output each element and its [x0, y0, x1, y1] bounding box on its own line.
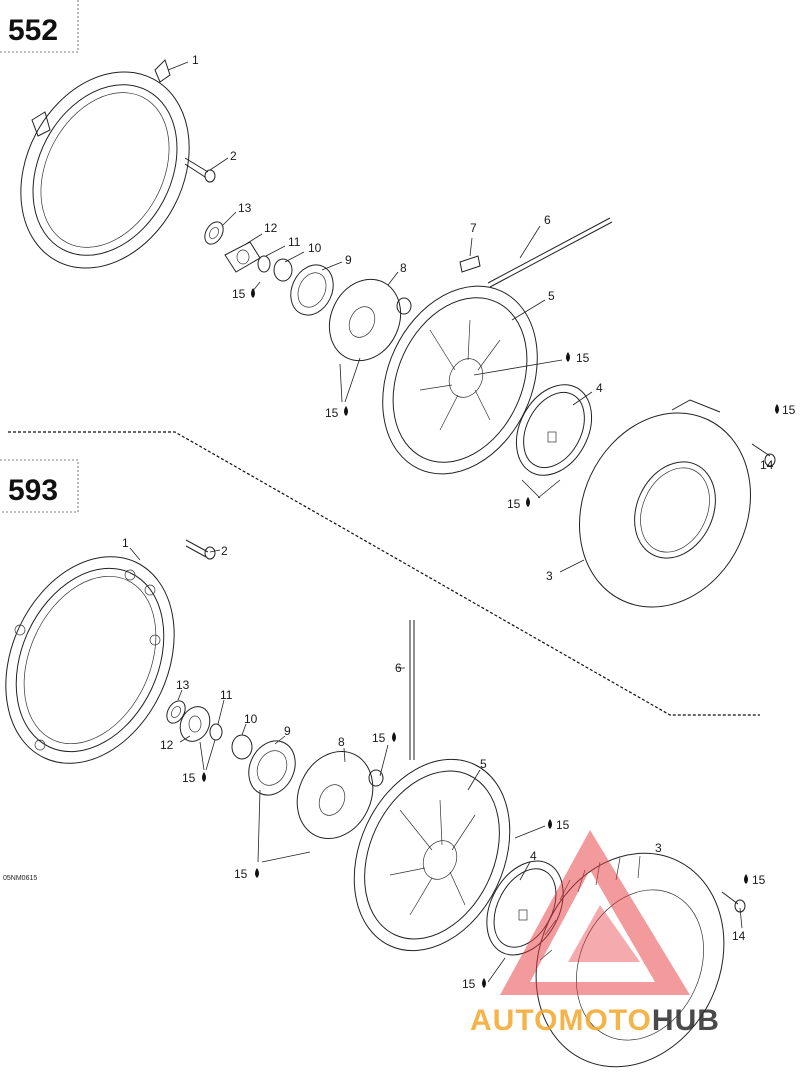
label-593-5: 5	[480, 757, 487, 771]
label-593-15d: 15	[752, 873, 766, 887]
part-1-backplate	[20, 59, 190, 269]
watermark-text-hub: HUB	[652, 1004, 720, 1037]
label-593-4: 4	[530, 849, 537, 863]
section-593-labels: 1 2 13 12 11 10 9 8 6 15 5 15 4 15 14 15…	[122, 536, 766, 991]
part-3-housing	[579, 399, 751, 608]
section-593-title: 593	[8, 474, 58, 507]
section-593-parts	[5, 539, 746, 1068]
part-8-cam	[328, 278, 412, 362]
label-552-6: 6	[544, 213, 551, 227]
label-593-13: 13	[176, 678, 190, 692]
label-552-14: 14	[760, 458, 774, 472]
part-6-rod	[487, 217, 613, 288]
watermark-inner-triangle-icon	[568, 905, 640, 962]
section-552-header: 552	[0, 0, 79, 53]
oil-drop-icon	[548, 819, 552, 829]
part-12-plate	[179, 706, 211, 742]
label-593-15c: 15	[234, 867, 248, 881]
part-4-seal	[515, 384, 593, 476]
label-593-15a: 15	[372, 731, 386, 745]
part-1-backplate	[5, 556, 175, 764]
label-593-3: 3	[655, 841, 662, 855]
watermark-text-moto: MOTO	[558, 1004, 651, 1037]
label-552-5: 5	[548, 289, 555, 303]
part-2-bolt	[184, 157, 216, 183]
label-552-15d: 15	[507, 497, 521, 511]
watermark-text-auto: AUTO	[470, 1004, 558, 1037]
label-552-12: 12	[264, 221, 278, 235]
label-552-8: 8	[400, 261, 407, 275]
part-11-ring	[209, 723, 223, 741]
label-552-9: 9	[345, 253, 352, 267]
label-593-10: 10	[244, 712, 258, 726]
label-593-15e: 15	[462, 977, 476, 991]
section-552-title: 552	[8, 14, 58, 47]
section-552-labels: 1 2 13 12 11 10 9 8 7 6 5 15 15 15 15 4 …	[192, 53, 796, 583]
oil-drop-icon	[392, 732, 396, 742]
section-552-parts	[20, 59, 776, 608]
label-593-8: 8	[338, 735, 345, 749]
section-552-leaders	[167, 61, 593, 573]
part-5-pulley	[353, 758, 511, 952]
part-9-spring	[248, 740, 296, 796]
label-593-12: 12	[160, 738, 174, 752]
label-593-15b: 15	[556, 818, 570, 832]
oil-drop-icon	[482, 978, 486, 988]
label-593-6: 6	[395, 661, 402, 675]
label-593-11: 11	[220, 688, 233, 702]
part-14-bolt	[721, 891, 746, 913]
label-552-1: 1	[192, 53, 199, 67]
label-552-11: 11	[288, 235, 301, 249]
label-552-15b: 15	[576, 351, 590, 365]
part-9-spring	[290, 264, 334, 316]
label-593-1: 1	[122, 536, 129, 550]
label-593-2: 2	[221, 544, 228, 558]
label-552-13: 13	[238, 201, 252, 215]
oil-drop-icon	[344, 406, 348, 416]
label-552-15c: 15	[325, 406, 339, 420]
label-552-4: 4	[596, 381, 603, 395]
section-593-leaders	[129, 547, 743, 983]
drawing-reference-code: 05NM0615	[3, 875, 37, 882]
part-5-pulley	[382, 285, 538, 475]
label-593-14: 14	[732, 929, 746, 943]
label-593-15f: 15	[182, 771, 196, 785]
part-10-bushing	[231, 734, 253, 760]
label-552-7: 7	[470, 221, 477, 235]
oil-drop-icon	[566, 352, 570, 362]
watermark-triangle-icon	[500, 830, 690, 995]
part-11-ring	[257, 255, 271, 273]
part-13-washer	[166, 700, 186, 724]
label-593-9: 9	[284, 724, 291, 738]
part-8-cam	[296, 750, 384, 840]
section-593-oil-drops	[202, 732, 748, 988]
label-552-15e: 15	[782, 403, 796, 417]
part-10-bushing	[273, 258, 293, 282]
oil-drop-icon	[775, 404, 779, 414]
oil-drop-icon	[202, 772, 206, 782]
oil-drop-icon	[744, 874, 748, 884]
label-552-15a: 15	[232, 287, 246, 301]
section-593-header: 593	[0, 459, 79, 513]
svg-text:AUTOMOTOHUB: AUTOMOTOHUB	[470, 1004, 720, 1037]
part-14-bolt	[751, 443, 776, 467]
part-7-key	[459, 255, 481, 273]
section-552-oil-drops	[251, 288, 779, 507]
label-552-10: 10	[308, 241, 322, 255]
label-552-2: 2	[230, 149, 237, 163]
section-divider	[8, 431, 760, 716]
part-13-washer	[204, 221, 224, 245]
oil-drop-icon	[251, 288, 255, 298]
oil-drop-icon	[526, 497, 530, 507]
part-2-bolt	[185, 539, 216, 560]
oil-drop-icon	[255, 868, 259, 878]
part-6-rod	[409, 620, 415, 760]
label-552-3: 3	[546, 569, 553, 583]
automotohub-watermark: AUTOMOTOHUB	[470, 830, 720, 1037]
part-12-plate	[224, 241, 261, 273]
